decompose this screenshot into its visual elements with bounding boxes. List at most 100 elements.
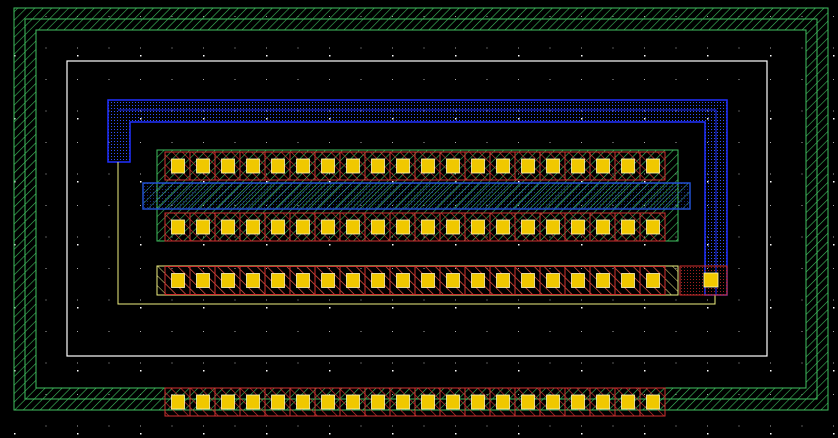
guard-ring[interactable] [13,7,829,411]
lower-row-extra-contact[interactable] [703,272,719,288]
bottom-row-cell[interactable] [439,387,466,417]
top-row-contact[interactable] [396,158,410,174]
top-row-contact[interactable] [271,158,285,174]
middle-row-contact[interactable] [171,219,185,235]
bottom-row-contact[interactable] [346,394,360,410]
metal2-route[interactable] [107,99,728,296]
bottom-row-contact[interactable] [221,394,235,410]
lower-row-contact[interactable] [596,273,610,288]
lower-row-contact[interactable] [446,273,460,288]
lower-row-contact[interactable] [246,273,260,288]
top-row-contact[interactable] [196,158,210,174]
lower-row-contact[interactable] [496,273,510,288]
top-row-contact[interactable] [496,158,510,174]
bottom-row-contact[interactable] [446,394,460,410]
lower-row-contact[interactable] [321,273,335,288]
bottom-row-cell[interactable] [639,387,666,417]
bottom-row-contact[interactable] [246,394,260,410]
middle-row-contact[interactable] [271,219,285,235]
lower-row-contact[interactable] [196,273,210,288]
middle-row-contact[interactable] [221,219,235,235]
middle-row-contact[interactable] [446,219,460,235]
lower-row-contact[interactable] [471,273,485,288]
bottom-row-contact[interactable] [196,394,210,410]
top-row-contact[interactable] [546,158,560,174]
bottom-row-cell[interactable] [364,387,391,417]
top-row-contact[interactable] [596,158,610,174]
lower-row-contact[interactable] [546,273,560,288]
top-row-contact[interactable] [296,158,310,174]
cell-boundary[interactable] [66,60,768,357]
bottom-row-cell[interactable] [514,387,541,417]
lower-row-contact[interactable] [171,273,185,288]
bottom-row-contact[interactable] [371,394,385,410]
bottom-row-contact[interactable] [421,394,435,410]
lower-row-contact[interactable] [271,273,285,288]
bottom-row-contact[interactable] [596,394,610,410]
middle-row-contact[interactable] [546,219,560,235]
bottom-row-contact[interactable] [271,394,285,410]
lower-row-contact[interactable] [346,273,360,288]
top-row-contact[interactable] [346,158,360,174]
top-row-contact[interactable] [171,158,185,174]
poly-gate-fill[interactable] [143,183,690,209]
top-row-contact[interactable] [571,158,585,174]
bottom-row-contact[interactable] [546,394,560,410]
bottom-row-contact[interactable] [396,394,410,410]
bottom-row-contact[interactable] [621,394,635,410]
lower-row-cell[interactable] [614,266,641,295]
top-row-contact[interactable] [321,158,335,174]
bottom-row-contact[interactable] [171,394,185,410]
lower-row-contact[interactable] [421,273,435,288]
middle-row-contact[interactable] [646,219,660,235]
bottom-row-contact[interactable] [321,394,335,410]
bottom-row-contact[interactable] [521,394,535,410]
lower-row-contact[interactable] [571,273,585,288]
lower-row-contact[interactable] [396,273,410,288]
lower-row-contact[interactable] [521,273,535,288]
top-row-contact[interactable] [221,158,235,174]
bottom-row-contact[interactable] [296,394,310,410]
bottom-row-contact[interactable] [571,394,585,410]
middle-row-contact[interactable] [621,219,635,235]
middle-row-cell[interactable] [489,212,516,242]
top-row-contact[interactable] [471,158,485,174]
middle-row-contact[interactable] [396,219,410,235]
middle-row-contact[interactable] [246,219,260,235]
middle-row-contact[interactable] [196,219,210,235]
lower-row-contact[interactable] [621,273,635,288]
middle-row-contact[interactable] [521,219,535,235]
grid-dot [644,244,646,246]
top-row-contact[interactable] [521,158,535,174]
middle-row-contact[interactable] [321,219,335,235]
top-row-contact[interactable] [646,158,660,174]
middle-row-contact[interactable] [571,219,585,235]
top-row-contact[interactable] [446,158,460,174]
metal2-centerline[interactable] [118,109,717,295]
wire-route[interactable] [117,162,716,305]
grid-dot [770,173,771,175]
middle-row-contact[interactable] [296,219,310,235]
lower-row-extra-cell[interactable] [679,265,728,296]
top-row-contact[interactable] [421,158,435,174]
middle-row-contact[interactable] [496,219,510,235]
lower-row-contact[interactable] [646,273,660,288]
middle-row-contact[interactable] [346,219,360,235]
middle-row-contact[interactable] [421,219,435,235]
lower-row-contact[interactable] [371,273,385,288]
top-row-contact[interactable] [371,158,385,174]
middle-row-contact[interactable] [596,219,610,235]
lower-row-contact[interactable] [296,273,310,288]
bottom-row-contact[interactable] [471,394,485,410]
top-row-contact[interactable] [246,158,260,174]
middle-row-contact[interactable] [471,219,485,235]
grid-dot [266,331,267,332]
bottom-row-contact[interactable] [496,394,510,410]
middle-row-cell[interactable] [164,212,191,242]
middle-row-contact[interactable] [371,219,385,235]
bottom-row-cell[interactable] [264,387,291,417]
lower-row-contact[interactable] [221,273,235,288]
top-row-contact[interactable] [621,158,635,174]
bottom-row-contact[interactable] [646,394,660,410]
